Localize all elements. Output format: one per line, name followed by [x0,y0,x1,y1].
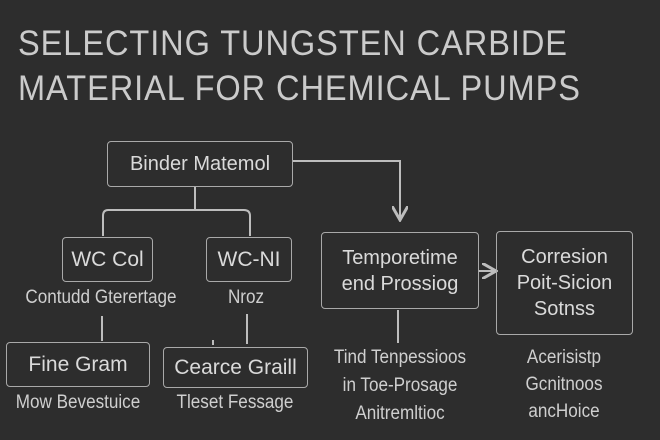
node-label: Sotnss [533,298,596,320]
caption-line: Anitremltioc [355,403,445,424]
caption-fine-grain: Mow Bevestuice [15,392,141,413]
node-fine-grain: Fine Gram [6,342,150,387]
node-label: end Prossiog [341,272,459,295]
node-label: WC-NI [217,247,281,271]
node-wc-co: WC Col [62,237,153,282]
caption-wc-ni: Nroz [227,287,265,308]
node-label: Corresion [521,246,608,268]
caption-line: ancHoice [528,401,600,422]
node-label: Binder Matemol [129,153,271,175]
connector-binder-split [102,187,251,236]
node-wc-ni: WC-NI [206,237,292,282]
caption-line: Acerisistp [526,347,602,368]
caption-line: Tind Tenpessioos [333,347,467,368]
caption-wc-co: Contudd Gterertage [25,287,177,308]
node-binder-material: Binder Matemol [107,141,293,187]
caption-coarse-grain: Tleset Fessage [176,392,294,413]
node-label: Poit-Sicion [516,272,613,294]
title-line-2: MATERIAL FOR CHEMICAL PUMPS [18,69,581,108]
caption-line: Gcnitnoos [525,374,603,395]
caption-corrosion: Acerisistp Gcnitnoos ancHoice [505,344,624,425]
connector-wcni-to-coarse [212,314,248,345]
node-label: Fine Gram [28,352,128,376]
node-label: Temporetime [342,246,458,269]
node-temperature: Temporetime end Prossiog [321,232,479,309]
connector-binder-to-temperature [292,160,400,218]
node-label: Cearce Graill [174,355,297,379]
title-line-1: SELECTING TUNGSTEN CARBIDE [18,24,568,63]
node-coarse-grain: Cearce Graill [163,347,308,388]
node-label: WC Col [71,247,144,271]
caption-line: in Toe-Prosage [342,375,458,396]
caption-temperature: Tind Tenpessioos in Toe-Prosage Anitreml… [319,344,481,428]
